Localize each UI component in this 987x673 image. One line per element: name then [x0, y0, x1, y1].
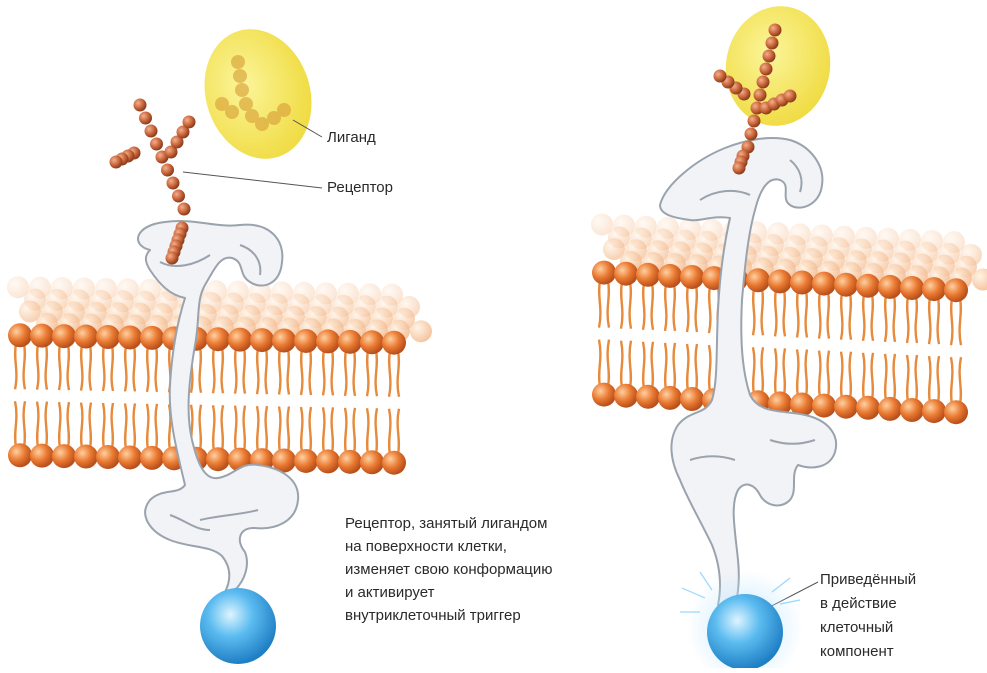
left-receptor	[138, 221, 298, 592]
activated-line: компонент	[820, 640, 916, 664]
activated-line: в действие	[820, 592, 916, 616]
activated-line: Приведённый	[820, 568, 916, 592]
activated-line: клеточный	[820, 616, 916, 640]
right-membrane	[591, 214, 987, 425]
right-ligand	[716, 0, 839, 134]
ligand-label: Лиганд	[327, 128, 376, 147]
left-trigger-sphere	[200, 588, 276, 664]
description-line: Рецептор, занятый лигандом	[345, 512, 645, 535]
receptor-label: Рецептор	[327, 178, 393, 197]
description-line: изменяет свою конформацию	[345, 558, 645, 581]
description-line: и активирует	[345, 581, 645, 604]
right-activated-sphere	[680, 570, 803, 668]
description-line: на поверхности клетки,	[345, 535, 645, 558]
activated-component-caption: Приведённый в действие клеточный компоне…	[820, 568, 916, 664]
description-caption: Рецептор, занятый лигандом на поверхност…	[345, 512, 645, 627]
left-ligand	[188, 15, 328, 173]
right-receptor	[660, 138, 836, 605]
description-line: внутриклеточный триггер	[345, 604, 645, 627]
left-membrane	[7, 276, 432, 475]
